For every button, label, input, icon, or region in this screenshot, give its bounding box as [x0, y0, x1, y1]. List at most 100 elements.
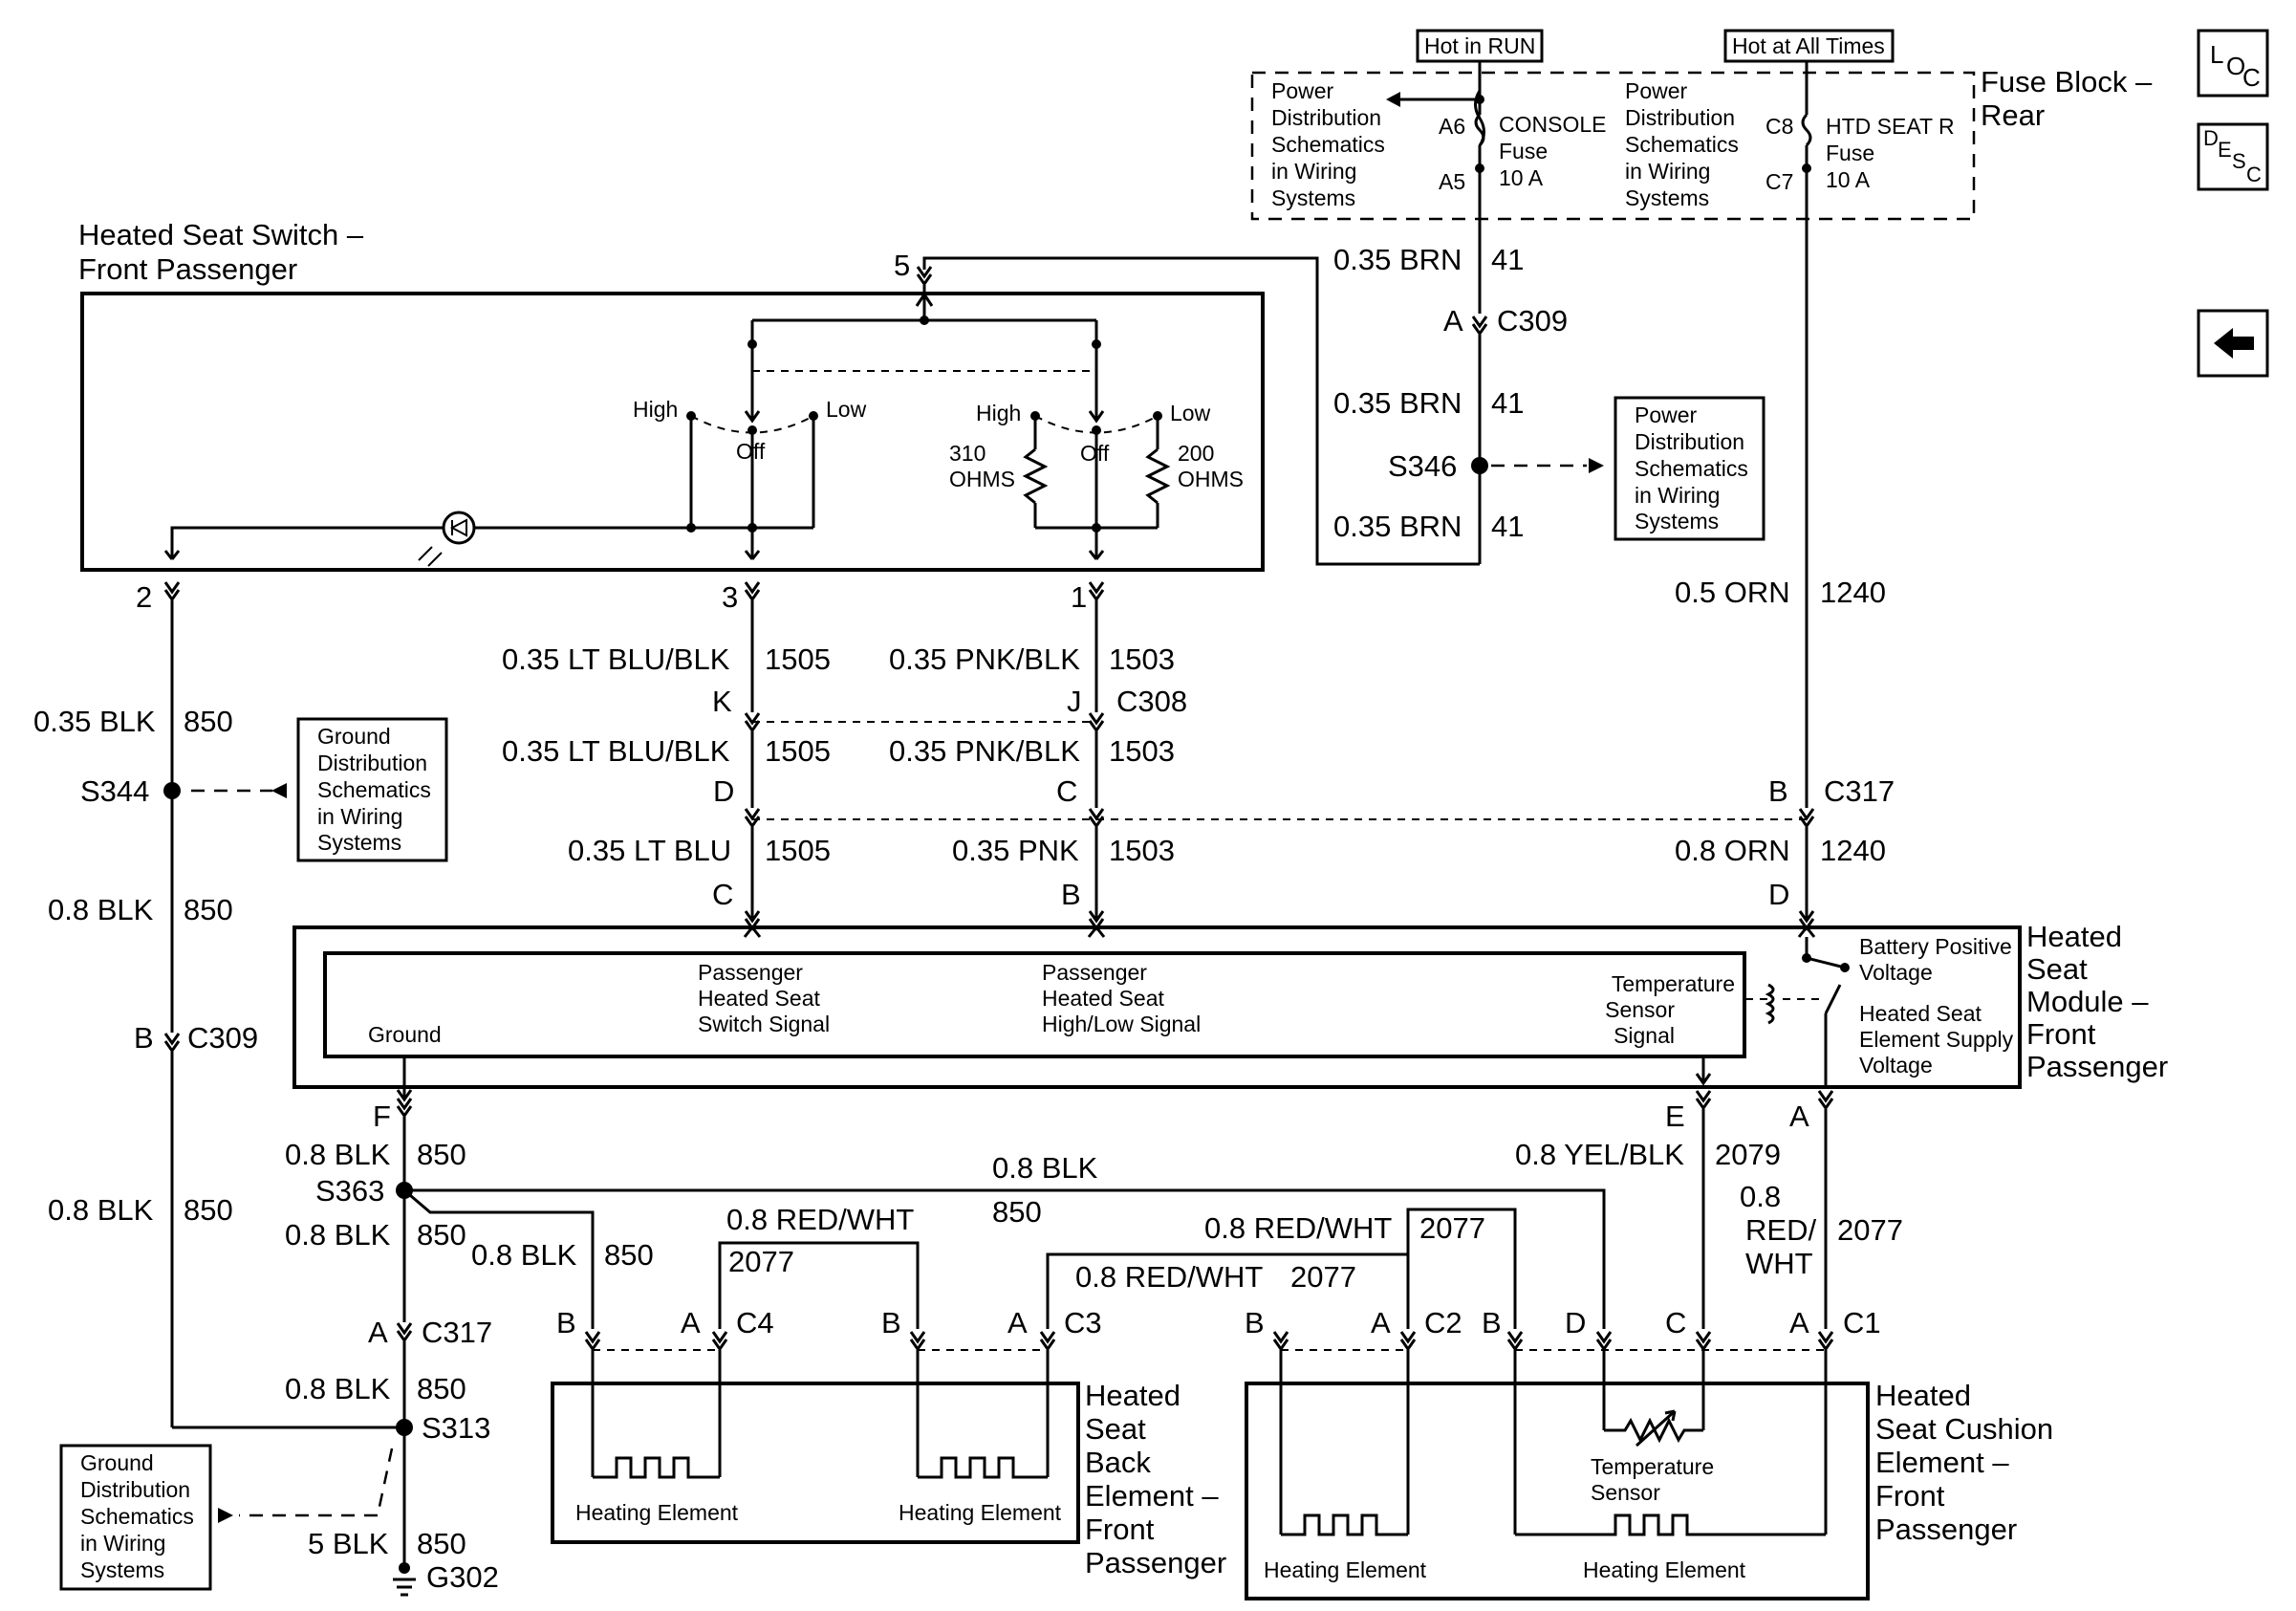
svg-text:Element –: Element – [1875, 1446, 2009, 1479]
svg-text:Distribution: Distribution [1625, 105, 1735, 130]
svg-text:Schematics: Schematics [317, 777, 431, 802]
module-title: Passenger [2026, 1050, 2168, 1083]
signal-label: Voltage [1859, 960, 1933, 985]
heating-element-icon [1515, 1513, 1826, 1536]
loc-button[interactable]: L O C [2197, 29, 2269, 98]
module-title: Front [2026, 1017, 2096, 1051]
indicator-led-icon [442, 511, 476, 545]
wire-label: 0.8 BLK [471, 1238, 577, 1272]
wire-number: 850 [992, 1195, 1042, 1229]
svg-text:Distribution: Distribution [317, 751, 427, 775]
module-title: Seat [2026, 952, 2088, 986]
svg-text:Ground: Ground [317, 724, 391, 749]
connector-label: C317 [1824, 774, 1895, 808]
switch-title: Heated Seat Switch – [78, 218, 364, 251]
switch-off-label: Off [1080, 441, 1110, 466]
pin-label: A [368, 1316, 388, 1349]
svg-text:Distribution: Distribution [1271, 105, 1381, 130]
hot-in-run-label: Hot in RUN [1424, 33, 1535, 58]
switch-high-label: High [976, 401, 1021, 425]
fuse-pin: C8 [1765, 114, 1793, 139]
svg-text:in Wiring: in Wiring [317, 804, 402, 829]
svg-text:Power: Power [1635, 403, 1698, 427]
wire-number: 850 [604, 1238, 654, 1272]
back-button[interactable] [2197, 309, 2269, 378]
left-arrow-icon [2214, 328, 2254, 359]
wire-number: 850 [417, 1138, 466, 1171]
wire-label: 0.8 [1740, 1180, 1781, 1213]
wire-number: 2077 [1837, 1213, 1903, 1247]
switch-low-label: Low [826, 397, 867, 422]
heating-element-icon [918, 1456, 1048, 1479]
wire-label: 0.8 BLK [48, 1193, 154, 1227]
svg-text:C4: C4 [736, 1306, 774, 1339]
wire-number: 850 [184, 1193, 233, 1227]
wire-number: 2077 [1419, 1211, 1485, 1245]
splice-label: S344 [80, 774, 149, 808]
svg-text:A: A [1007, 1306, 1028, 1339]
signal-label: Heated Seat [698, 986, 820, 1011]
signal-label: Switch Signal [698, 1012, 830, 1036]
wire-label: 0.5 ORN [1675, 576, 1790, 609]
signal-label: Heated Seat [1042, 986, 1164, 1011]
pin-label: 2 [136, 580, 152, 614]
wire-label: 0.35 PNK/BLK [889, 642, 1080, 676]
svg-text:Power: Power [1271, 78, 1334, 103]
pin-label: C [1056, 774, 1077, 808]
wire-label: WHT [1745, 1247, 1813, 1280]
temp-sensor-label: Temperature [1591, 1454, 1714, 1479]
desc-button[interactable]: D E S C [2197, 122, 2269, 191]
fuse-pin: A6 [1439, 114, 1465, 139]
fuse-pin: A5 [1439, 169, 1465, 194]
signal-label: Voltage [1859, 1053, 1933, 1078]
heating-element-icon [1281, 1513, 1408, 1536]
pin-label: A [1443, 304, 1463, 337]
wire-number: 850 [417, 1218, 466, 1252]
svg-text:A: A [1371, 1306, 1391, 1339]
wire-number: 1505 [765, 642, 831, 676]
svg-text:Systems: Systems [1625, 185, 1709, 210]
svg-text:B: B [556, 1306, 576, 1339]
connector-c2: B A C2 [1245, 1306, 1462, 1351]
wire-label: 0.8 BLK [992, 1151, 1098, 1185]
svg-text:Schematics: Schematics [1625, 132, 1739, 157]
pin-label: A [1789, 1099, 1809, 1133]
switch-high-label: High [633, 397, 678, 422]
splice-s344 [163, 782, 181, 799]
signal-label: Element Supply [1859, 1027, 2014, 1052]
pin-label: 1 [1071, 580, 1087, 614]
fuse-block-outline [1250, 71, 1976, 221]
svg-text:A: A [681, 1306, 701, 1339]
connector-c3: B A C3 [881, 1306, 1102, 1351]
wire-label: 0.35 PNK/BLK [889, 734, 1080, 768]
svg-text:Schematics: Schematics [1271, 132, 1385, 157]
svg-text:D: D [1565, 1306, 1586, 1339]
wire-label: 0.8 RED/WHT [1204, 1211, 1392, 1245]
fuse-label: Fuse [1499, 139, 1548, 163]
switch-box [80, 292, 1265, 572]
signal-label: Signal [1614, 1023, 1675, 1048]
wire-label: 0.8 YEL/BLK [1515, 1138, 1684, 1171]
switch-off-label: Off [736, 439, 766, 464]
wire-number: 850 [184, 705, 233, 738]
svg-text:in Wiring: in Wiring [1635, 483, 1720, 508]
svg-text:Heated: Heated [1085, 1379, 1180, 1412]
signal-label: Temperature [1612, 971, 1735, 996]
cushion-element-box [1245, 1382, 1870, 1600]
wire-label: 5 BLK [308, 1527, 389, 1560]
svg-text:B: B [881, 1306, 901, 1339]
cushion-element-title: Heated Seat Cushion Element – Front Pass… [1875, 1379, 2053, 1546]
svg-text:Systems: Systems [317, 830, 401, 855]
heating-element-label: Heating Element [1583, 1557, 1746, 1582]
fuse-label: Fuse [1826, 141, 1874, 165]
loc-letter: L [2210, 40, 2223, 69]
wire-number: 41 [1491, 386, 1524, 420]
svg-text:Schematics: Schematics [1635, 456, 1748, 481]
wire-label: 0.35 BRN [1333, 510, 1462, 543]
module-inner-box [323, 951, 1746, 1058]
svg-text:Passenger: Passenger [1875, 1513, 2017, 1546]
resistor-label: OHMS [1178, 467, 1244, 491]
signal-label: High/Low Signal [1042, 1012, 1201, 1036]
pin-label: E [1665, 1099, 1685, 1133]
